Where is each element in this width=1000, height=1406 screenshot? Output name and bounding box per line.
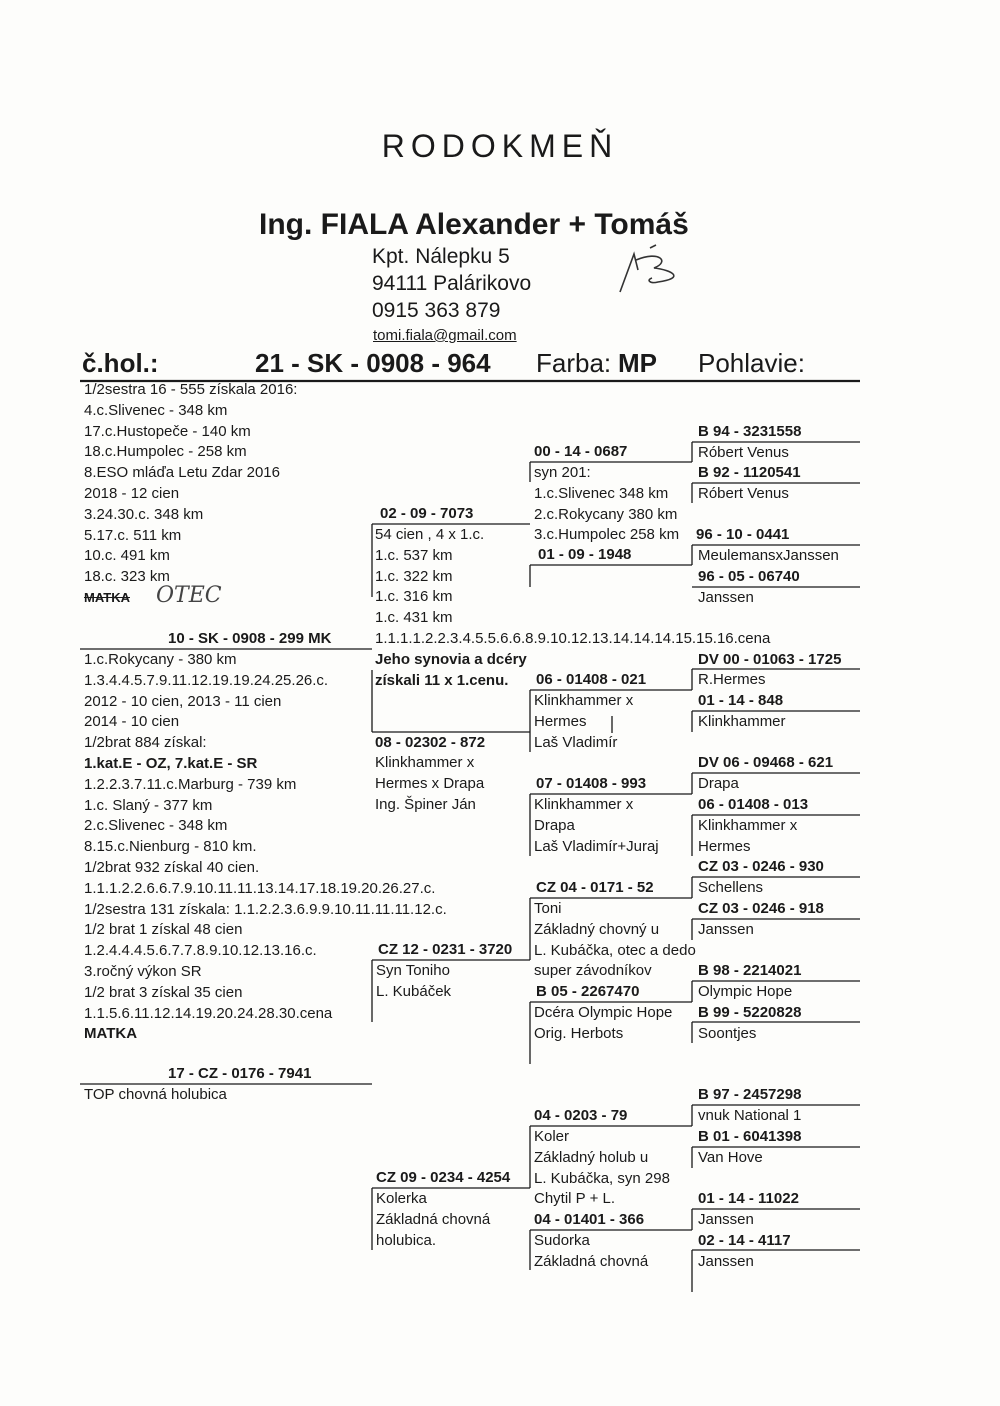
gen4-name: Soontjes [698, 1025, 757, 1042]
gen4-ring: 06 - 01408 - 013 [698, 796, 809, 813]
color-label: Farba: [536, 348, 612, 378]
gen4-ring: DV 00 - 01063 - 1725 [698, 651, 842, 668]
gen4-name: Hermes [698, 838, 751, 855]
owner-street: Kpt. Nálepku 5 [372, 245, 510, 268]
gen4-ring: B 98 - 2214021 [698, 962, 802, 979]
gen4-name: Róbert Venus [698, 485, 789, 502]
gen4-ring: B 99 - 5220828 [698, 1004, 802, 1021]
gen4-name: Klinkhammer x [698, 817, 798, 834]
gen4-name: Janssen [698, 589, 754, 606]
color-value: MP [618, 348, 657, 378]
sex-label: Pohlavie: [698, 348, 805, 378]
sd-ring: 08 - 02302 - 872 [375, 734, 486, 751]
sdd-ring: 07 - 01408 - 993 [536, 775, 647, 792]
otec-handwritten: OTEC [156, 583, 222, 608]
gen4-ring: 02 - 14 - 4117 [698, 1232, 791, 1249]
ring-number: 21 - SK - 0908 - 964 [255, 348, 491, 378]
sds-ring: 06 - 01408 - 021 [536, 671, 647, 688]
owner-phone: 0915 363 879 [372, 299, 501, 322]
signature-icon [619, 244, 675, 293]
ring-label: č.hol.: [82, 348, 159, 378]
owner-city: 94111 Palárikovo [372, 272, 532, 295]
gen4-ring: CZ 03 - 0246 - 918 [698, 900, 824, 917]
gen4-name: Janssen [698, 1211, 754, 1228]
gen4-name: Janssen [698, 1253, 754, 1270]
owner-name: Ing. FIALA Alexander + Tomáš [259, 208, 689, 241]
dss-ring: CZ 04 - 0171 - 52 [536, 879, 654, 896]
dam-note: TOP chovná holubica [84, 1086, 227, 1103]
dd-ring: CZ 09 - 0234 - 4254 [376, 1169, 511, 1186]
ss-ring: 02 - 09 - 7073 [380, 505, 474, 522]
gen4-ring: 96 - 10 - 0441 [696, 526, 790, 543]
gen4-ring: DV 06 - 09468 - 621 [698, 754, 834, 771]
gen4-ring: B 97 - 2457298 [698, 1086, 802, 1103]
sire-ring: 10 - SK - 0908 - 299 MK [168, 630, 332, 647]
gen4-name: Schellens [698, 879, 764, 896]
gen4-name: Janssen [698, 921, 754, 938]
dam-ring: 17 - CZ - 0176 - 7941 [168, 1065, 312, 1082]
gen4-name: vnuk National 1 [698, 1107, 802, 1124]
owner-email: tomi.fiala@gmail.com [373, 327, 517, 344]
gen4-name: Olympic Hope [698, 983, 793, 1000]
dds-ring: 04 - 0203 - 79 [534, 1107, 628, 1124]
gen4-name: Róbert Venus [698, 444, 789, 461]
left-notes: 1/2sestra 16 - 555 získala 2016:4.c.Sliv… [84, 381, 298, 586]
gen4-ring: 01 - 14 - 11022 [698, 1190, 799, 1207]
ssd-ring: 01 - 09 - 1948 [538, 546, 632, 563]
gen4-name: MeulemansxJanssen [698, 547, 839, 564]
gen4-ring: B 01 - 6041398 [698, 1128, 802, 1145]
matka-crossed: MATKA [84, 590, 130, 605]
dsd-ring: B 05 - 2267470 [536, 983, 640, 1000]
gen4-ring: 96 - 05 - 06740 [698, 568, 800, 585]
sss-ring: 00 - 14 - 0687 [534, 443, 628, 460]
gen4-ring: B 94 - 3231558 [698, 423, 802, 440]
ds-ring: CZ 12 - 0231 - 3720 [378, 941, 513, 958]
ddd-ring: 04 - 01401 - 366 [534, 1211, 645, 1228]
gen4-name: Drapa [698, 775, 739, 792]
gen4-ring: B 92 - 1120541 [698, 464, 801, 481]
gen4-ring: 01 - 14 - 848 [698, 692, 784, 709]
gen4-ring: CZ 03 - 0246 - 930 [698, 858, 824, 875]
page-title: RODOKMEŇ [381, 128, 619, 164]
gen4-name: R.Hermes [698, 671, 766, 688]
gen4-name: Klinkhammer [698, 713, 786, 730]
gen4-name: Van Hove [698, 1149, 763, 1166]
